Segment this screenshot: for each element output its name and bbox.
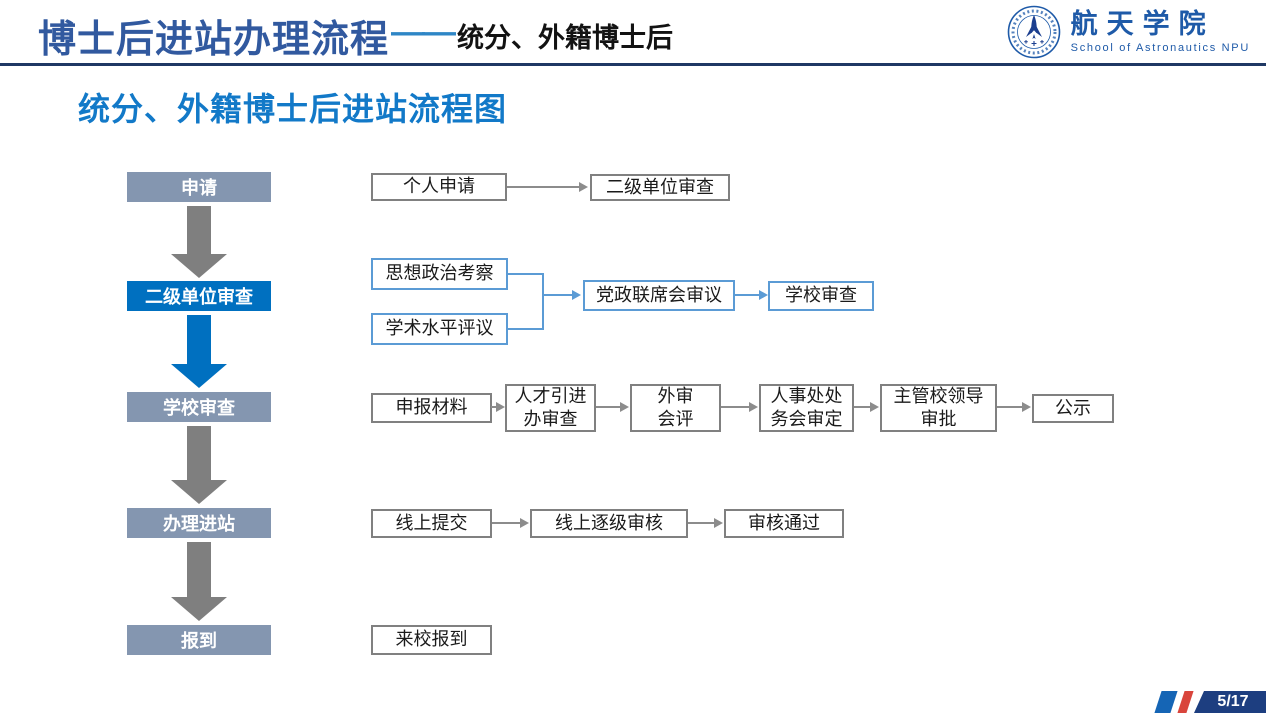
flow-box: 公示 (1032, 394, 1114, 423)
flow-box: 申报材料 (371, 393, 492, 423)
down-arrow-icon (171, 206, 227, 278)
title-suffix: 统分、外籍博士后 (457, 23, 674, 53)
page-number: 5/17 (1194, 691, 1266, 713)
footer-stripe-red (1177, 691, 1194, 713)
right-arrow-icon (492, 518, 529, 528)
title-main: 博士后进站办理流程 (38, 19, 390, 61)
flow-box: 学校审查 (768, 281, 874, 311)
right-arrow-icon (688, 518, 723, 528)
connector-line (508, 273, 544, 275)
right-arrow-icon (596, 402, 629, 412)
flow-box: 线上提交 (371, 509, 492, 538)
page-title: 博士后进站办理流程 —— 统分、外籍博士后 (38, 8, 673, 63)
flow-box: 人才引进 办审查 (505, 384, 596, 432)
title-dash: —— (391, 13, 456, 51)
flow-box: 二级单位审查 (590, 174, 730, 201)
right-arrow-icon (854, 402, 879, 412)
right-arrow-icon (997, 402, 1031, 412)
flow-box: 来校报到 (371, 625, 492, 655)
connector-line (508, 328, 544, 330)
header-divider (0, 63, 1266, 66)
flow-box: 思想政治考察 (371, 258, 508, 290)
stage-entry: 办理进站 (127, 508, 271, 538)
right-arrow-icon (491, 402, 505, 412)
right-arrow-icon (507, 182, 588, 192)
school-logo: 航天学院 School of Astronautics NPU (1007, 5, 1250, 59)
flow-box: 外审 会评 (630, 384, 721, 432)
flow-box: 审核通过 (724, 509, 844, 538)
down-arrow-icon (171, 426, 227, 504)
flow-box: 学术水平评议 (371, 313, 508, 345)
astronautics-emblem-icon (1007, 5, 1060, 59)
stage-apply: 申请 (127, 172, 271, 202)
right-arrow-blue-icon (542, 290, 581, 300)
right-arrow-blue-icon (735, 290, 768, 300)
flow-box: 线上逐级审核 (530, 509, 688, 538)
connector-line (542, 273, 544, 330)
right-arrow-icon (721, 402, 758, 412)
stage-report: 报到 (127, 625, 271, 655)
down-arrow-icon (171, 542, 227, 621)
flow-box: 人事处处 务会审定 (759, 384, 854, 432)
school-name-cn: 航天学院 (1070, 8, 1215, 39)
down-arrow-blue-icon (171, 315, 227, 388)
flow-box: 个人申请 (371, 173, 507, 201)
stage-school-review: 学校审查 (127, 392, 271, 422)
stage-unit-review: 二级单位审查 (127, 281, 271, 311)
footer-stripe-blue (1154, 691, 1178, 713)
flow-box: 主管校领导 审批 (880, 384, 997, 432)
school-name-en: School of Astronautics NPU (1070, 41, 1250, 54)
flow-box: 党政联席会审议 (583, 280, 735, 311)
school-logo-text: 航天学院 School of Astronautics NPU (1070, 8, 1250, 54)
flowchart-title: 统分、外籍博士后进站流程图 (78, 91, 508, 127)
